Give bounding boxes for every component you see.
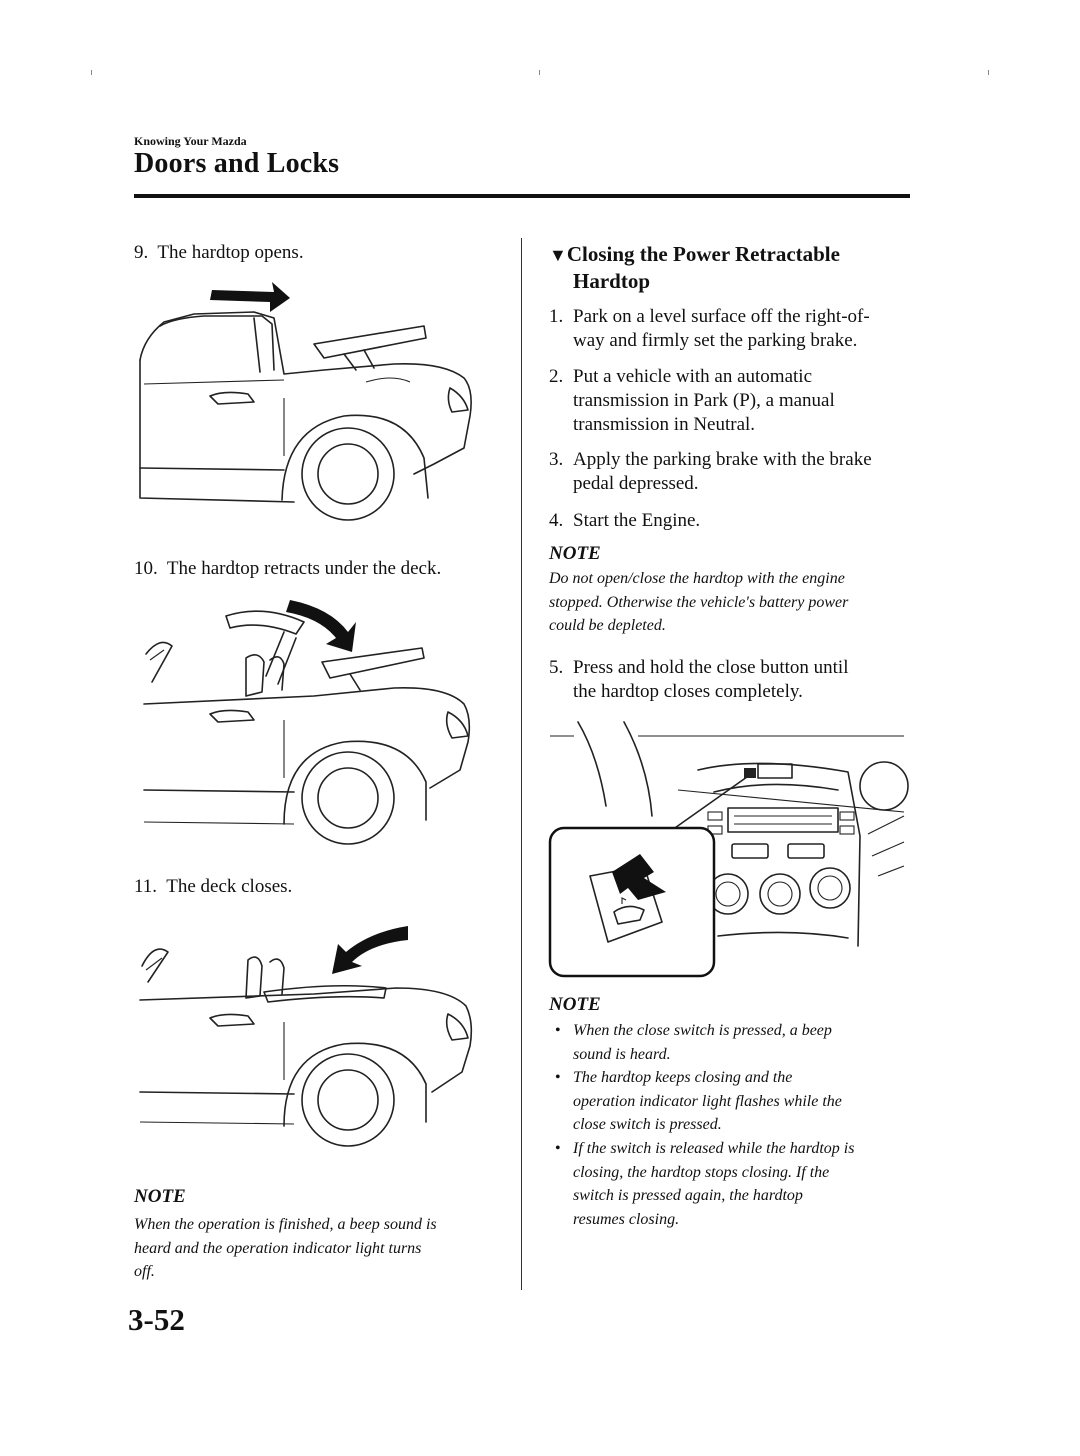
- header-rule: [134, 194, 910, 198]
- note-line: off.: [134, 1263, 155, 1280]
- bullet-line: resumes closing.: [573, 1210, 680, 1228]
- note-heading: NOTE: [549, 543, 601, 564]
- step-9: 9. The hardtop opens.: [134, 241, 304, 265]
- step-line: Put a vehicle with an automatic: [573, 366, 813, 387]
- step-number: 3.: [549, 449, 564, 470]
- step-number: 9.: [134, 242, 149, 263]
- step-number: 4.: [549, 510, 564, 531]
- step-text: The hardtop opens.: [157, 242, 304, 263]
- direction-arrow: [286, 600, 356, 652]
- step-line: Apply the parking brake with the brake: [573, 449, 872, 470]
- heading-line: Closing the Power Retractable: [566, 242, 840, 266]
- direction-arrow: [332, 926, 408, 974]
- step-10: 10. The hardtop retracts under the deck.: [134, 557, 441, 581]
- bullet-line: sound is heard.: [573, 1045, 671, 1063]
- bullet-line: The hardtop keeps closing and the: [573, 1069, 793, 1086]
- note-line: When the operation is finished, a beep s…: [134, 1216, 437, 1233]
- bullet-line: operation indicator light flashes while …: [573, 1092, 842, 1110]
- close-switch-dashboard-illustration: [548, 721, 909, 978]
- crop-mark: [91, 70, 92, 75]
- crop-mark: [539, 70, 540, 75]
- note-text: When the operation is finished, a beep s…: [134, 1213, 437, 1284]
- step-line: transmission in Neutral.: [573, 414, 756, 435]
- step-line: pedal depressed.: [573, 473, 699, 494]
- step-line: way and firmly set the parking brake.: [573, 330, 858, 351]
- step-text: The hardtop retracts under the deck.: [166, 558, 442, 579]
- step-5: 5. Press and hold the close button until…: [549, 656, 919, 704]
- note-bullet: • The hardtop keeps closing and the oper…: [555, 1066, 918, 1137]
- step-3: 3. Apply the parking brake with the brak…: [549, 448, 919, 496]
- note-bullet: • When the close switch is pressed, a be…: [555, 1019, 918, 1066]
- bullet-icon: •: [555, 1140, 561, 1157]
- crop-mark: [988, 70, 989, 75]
- step-number: 5.: [549, 657, 564, 678]
- step-1: 1. Park on a level surface off the right…: [549, 305, 919, 353]
- step-number: 10.: [134, 558, 158, 579]
- note-line: stopped. Otherwise the vehicle's battery…: [549, 593, 849, 611]
- step-line: Press and hold the close button until: [573, 657, 849, 678]
- step-line: Start the Engine.: [573, 510, 701, 531]
- triangle-marker-icon: ▼: [549, 245, 567, 265]
- deck-closing-illustration: [139, 926, 473, 1147]
- column-divider: [521, 238, 522, 1290]
- section-heading: ▼Closing the Power Retractable Hardtop: [549, 241, 840, 294]
- step-number: 2.: [549, 366, 564, 387]
- direction-arrow: [210, 282, 290, 312]
- note-line: could be depleted.: [549, 617, 666, 634]
- note-heading: NOTE: [134, 1186, 186, 1207]
- step-2: 2. Put a vehicle with an automatic trans…: [549, 365, 919, 437]
- step-text: The deck closes.: [166, 876, 293, 897]
- step-number: 11.: [134, 876, 158, 897]
- step-line: Park on a level surface off the right-of…: [573, 306, 870, 327]
- page-number: 3-52: [128, 1302, 185, 1337]
- note-heading: NOTE: [549, 994, 601, 1015]
- note-text: Do not open/close the hardtop with the e…: [549, 567, 848, 638]
- step-line: transmission in Park (P), a manual: [573, 390, 835, 411]
- note-bullet: • If the switch is released while the ha…: [555, 1137, 918, 1231]
- bullet-icon: •: [555, 1022, 561, 1039]
- note-line: heard and the operation indicator light …: [134, 1239, 422, 1257]
- step-11: 11. The deck closes.: [134, 875, 292, 899]
- bullet-icon: •: [555, 1069, 561, 1086]
- step-4: 4. Start the Engine.: [549, 509, 919, 533]
- bullet-line: switch is pressed again, the hardtop: [573, 1187, 803, 1204]
- note-line: Do not open/close the hardtop with the e…: [549, 570, 845, 587]
- heading-line: Hardtop: [573, 269, 651, 293]
- bullet-line: closing, the hardtop stops closing. If t…: [573, 1163, 830, 1181]
- step-number: 1.: [549, 306, 564, 327]
- bullet-line: If the switch is released while the hard…: [573, 1140, 855, 1157]
- bullet-line: When the close switch is pressed, a beep: [573, 1022, 832, 1039]
- breadcrumb: Knowing Your Mazda: [134, 134, 247, 148]
- page-title: Doors and Locks: [134, 148, 340, 179]
- hardtop-retracting-illustration: [143, 600, 471, 845]
- bullet-line: close switch is pressed.: [573, 1116, 722, 1133]
- hardtop-opening-illustration: [139, 282, 472, 521]
- step-line: the hardtop closes completely.: [573, 681, 803, 702]
